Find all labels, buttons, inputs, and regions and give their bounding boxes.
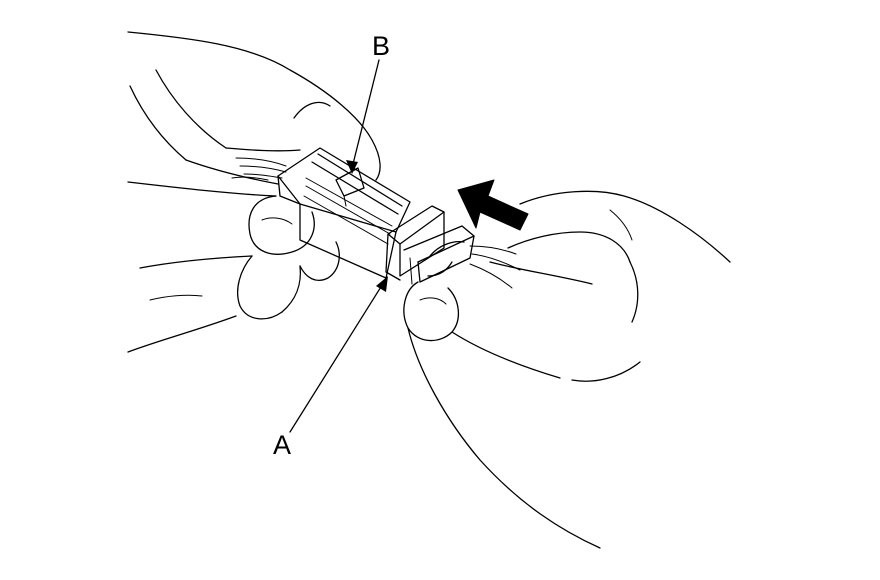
push-direction-arrow	[457, 179, 529, 231]
right-hand	[403, 190, 731, 549]
left-hand	[127, 31, 381, 353]
callout-label-a: A	[273, 430, 292, 460]
callout-label-b: B	[372, 31, 391, 61]
callout-a-leader	[289, 276, 388, 433]
callout-b-leader	[346, 59, 380, 174]
connector-male	[385, 205, 475, 285]
connector-female	[277, 147, 411, 279]
